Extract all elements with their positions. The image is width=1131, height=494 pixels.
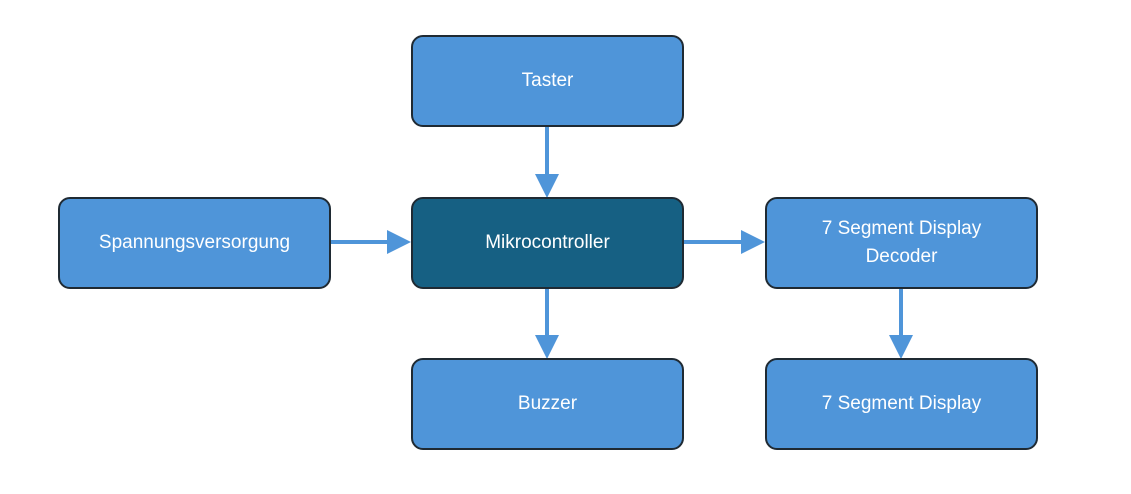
node-taster-label: Taster: [521, 70, 574, 91]
node-decoder-label: 7 Segment Display Decoder: [821, 218, 982, 267]
node-decoder: 7 Segment Display Decoder: [765, 197, 1038, 289]
node-mikrocontroller: Mikrocontroller: [411, 197, 684, 289]
node-display-label: 7 Segment Display: [821, 393, 982, 414]
node-buzzer: Buzzer: [411, 358, 684, 450]
node-display: 7 Segment Display: [765, 358, 1038, 450]
node-taster: Taster: [411, 35, 684, 127]
node-spannungsversorgung: Spannungsversorgung: [58, 197, 331, 289]
node-buzzer-label: Buzzer: [517, 393, 578, 414]
node-mikrocontroller-label: Mikrocontroller: [485, 232, 610, 253]
node-spannungsversorgung-label: Spannungsversorgung: [98, 232, 291, 253]
